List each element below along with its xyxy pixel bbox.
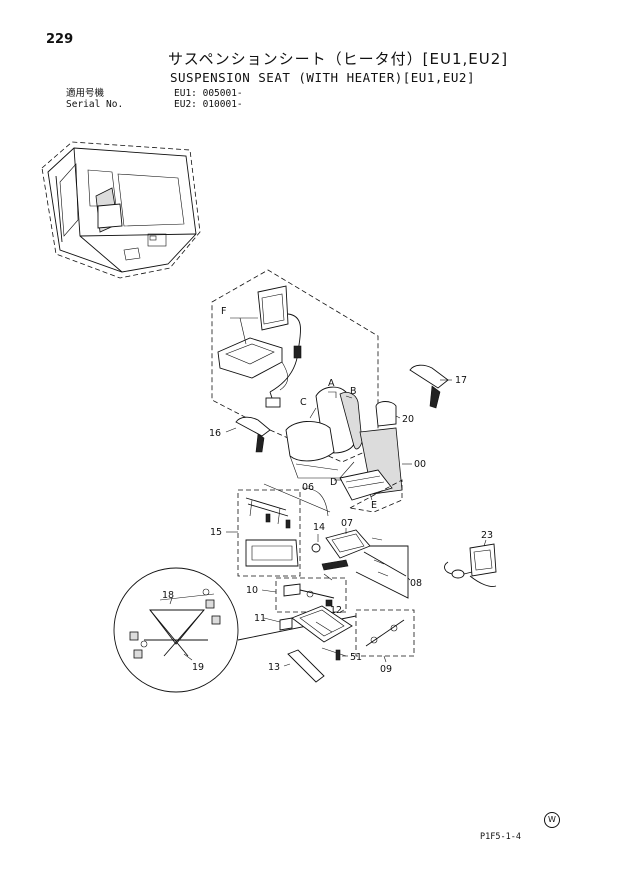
damper-bellows — [245, 539, 299, 567]
callout-00: 00 — [414, 459, 426, 470]
page-code: P1F5-1-4 — [480, 832, 521, 842]
armrest-right — [409, 364, 449, 409]
callout-07: 07 — [341, 518, 353, 529]
callout-11: 11 — [254, 613, 266, 624]
callout-E: E — [371, 500, 377, 511]
w-circle-mark: W — [544, 812, 560, 828]
applicability-row: 適用号機 EU1: 005001- — [66, 88, 243, 99]
callout-F: F — [221, 306, 226, 317]
callout-23: 23 — [481, 530, 493, 541]
callout-18: 18 — [162, 590, 174, 601]
applicability-row: Serial No. EU2: 010001- — [66, 99, 243, 110]
callout-10: 10 — [246, 585, 258, 596]
callout-B: B — [350, 386, 357, 397]
callout-C: C — [300, 397, 307, 408]
page-title-japanese: サスペンションシート（ヒータ付）[EU1,EU2] — [168, 50, 509, 68]
suspension-unit-group — [311, 529, 409, 599]
callout-D: D — [330, 477, 337, 488]
callout-19: 19 — [192, 662, 204, 673]
callout-15: 15 — [210, 527, 222, 538]
callout-20: 20 — [402, 414, 414, 425]
applicability-block: 適用号機 EU1: 005001- Serial No. EU2: 010001- — [66, 88, 243, 110]
applicability-value: EU2: 010001- — [174, 99, 243, 110]
heater-group — [211, 269, 379, 463]
heater-control-unit — [444, 543, 497, 587]
callout-A: A — [328, 378, 335, 389]
callout-13: 13 — [268, 662, 280, 673]
callout-labels: F A B C D E 17 20 16 00 06 15 14 07 23 0… — [162, 306, 493, 675]
applicability-value: EU1: 005001- — [174, 88, 243, 99]
main-seat-assembly — [285, 386, 403, 513]
applicability-label: 適用号機 — [66, 88, 105, 99]
applicability-label: Serial No. — [66, 99, 124, 110]
callout-12: 12 — [330, 605, 342, 616]
headrest — [375, 401, 397, 427]
callout-16: 16 — [209, 428, 221, 439]
callout-14: 14 — [313, 522, 325, 533]
cab-overview-illustration — [41, 141, 201, 279]
callout-08: 08 — [410, 578, 422, 589]
page-title-english: SUSPENSION SEAT (WITH HEATER)[EU1,EU2] — [170, 70, 475, 85]
mounting-bar — [287, 649, 325, 683]
leader-lines — [169, 317, 487, 667]
page-number: 229 — [46, 32, 74, 47]
armrest-left — [235, 416, 271, 453]
slide-rail-group — [237, 483, 331, 577]
callout-51: 51 — [350, 652, 362, 663]
seat-cushion — [285, 421, 335, 462]
heater-cushion-pad — [217, 337, 283, 379]
callout-17: 17 — [455, 375, 467, 386]
callout-06: 06 — [302, 482, 314, 493]
seat-base-mounting-group — [279, 605, 415, 683]
callout-09: 09 — [380, 664, 392, 675]
